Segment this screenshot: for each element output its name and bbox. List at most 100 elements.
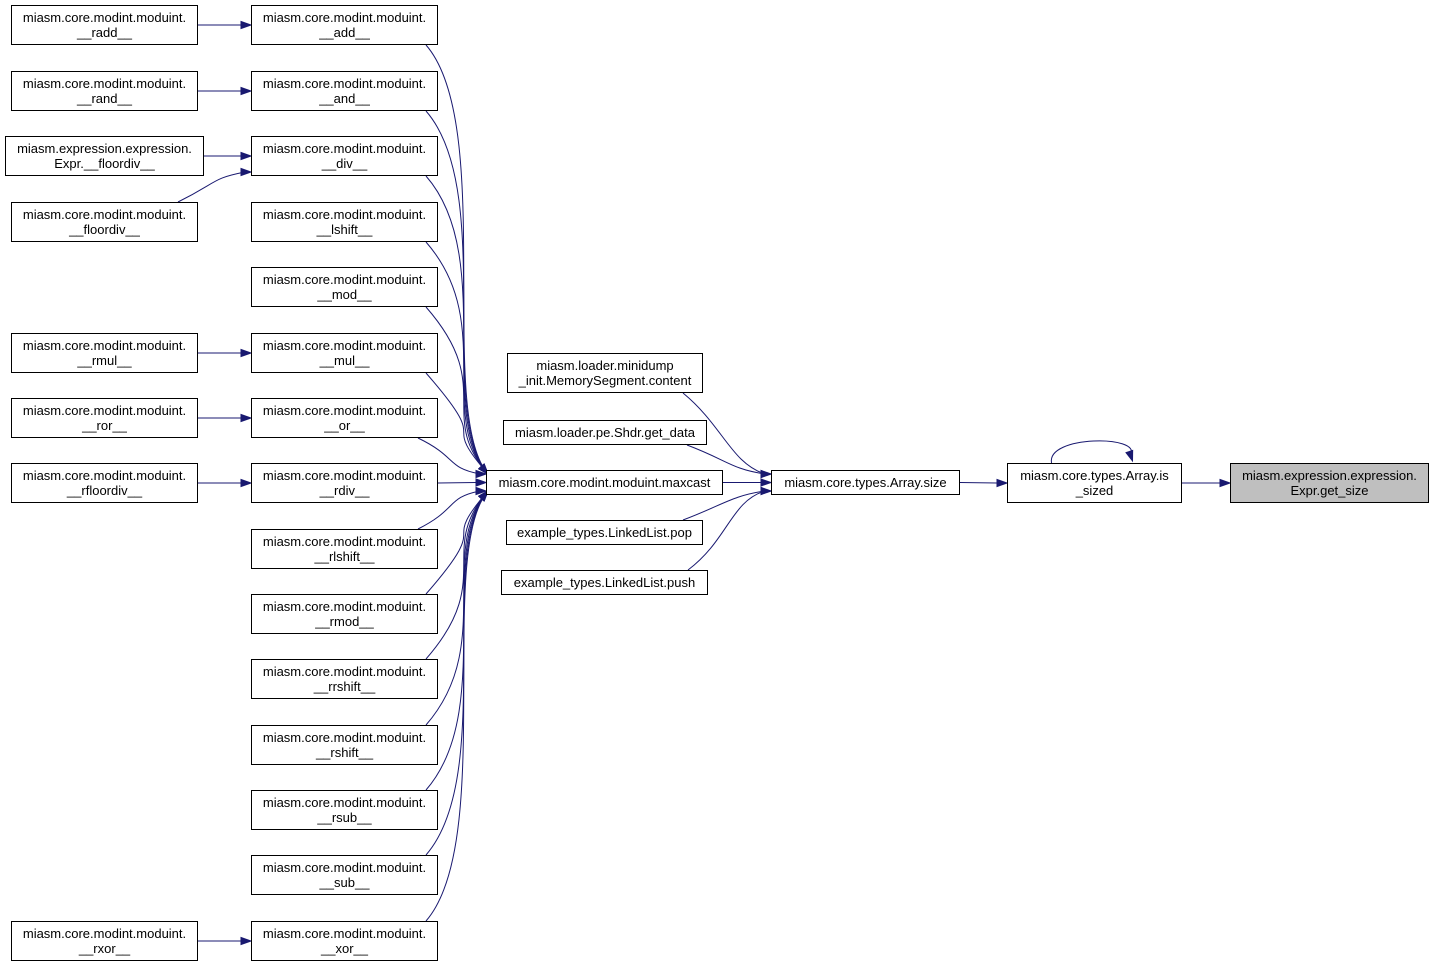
node-rsub[interactable]: miasm.core.modint.moduint.__rsub__: [251, 790, 438, 830]
edge-rmul-to-mul: [198, 348, 253, 358]
edge-arrowhead: [240, 348, 253, 358]
node-label-line: miasm.core.modint.moduint.: [22, 338, 187, 353]
node-label-line: miasm.expression.expression.: [1242, 468, 1417, 483]
node-label-line: miasm.core.modint.moduint.: [262, 468, 427, 483]
edge-arrowhead: [240, 413, 253, 423]
node-label-line: miasm.core.modint.moduint.: [262, 664, 427, 679]
node-label-line: __rdiv__: [319, 483, 370, 498]
edge-line: [425, 241, 489, 475]
edge-line: [959, 482, 998, 484]
node-label-line: __rand__: [77, 91, 132, 106]
edge-line: [425, 175, 489, 475]
edge-radd-to-add: [198, 20, 253, 30]
node-push[interactable]: example_types.LinkedList.push: [501, 570, 708, 595]
node-label-line: Expr.__floordiv__: [54, 156, 155, 171]
node-label-line: miasm.core.modint.moduint.: [262, 534, 427, 549]
node-label-line: __mul__: [319, 353, 370, 368]
edge-arrowhead: [240, 20, 253, 30]
node-floordiv[interactable]: miasm.core.modint.moduint.__floordiv__: [11, 202, 198, 242]
edge-get-data-to-size: [686, 444, 773, 479]
edge-line: [1050, 440, 1132, 464]
node-content[interactable]: miasm.loader.minidump_init.MemorySegment…: [507, 353, 703, 393]
edge-line: [425, 306, 489, 475]
node-label-line: example_types.LinkedList.pop: [517, 525, 692, 540]
edge-arrowhead: [477, 463, 489, 476]
edge-line: [687, 490, 766, 571]
node-lshift[interactable]: miasm.core.modint.moduint.__lshift__: [251, 202, 438, 242]
node-label-line: __rrshift__: [313, 679, 376, 694]
node-expr-floordiv[interactable]: miasm.expression.expression.Expr.__floor…: [5, 136, 204, 176]
node-label-line: miasm.core.modint.moduint.: [22, 76, 187, 91]
node-or[interactable]: miasm.core.modint.moduint.__or__: [251, 398, 438, 438]
node-label-line: Expr.get_size: [1290, 483, 1369, 498]
edge-arrowhead: [475, 478, 488, 487]
node-pop[interactable]: example_types.LinkedList.pop: [506, 520, 703, 545]
graph-edges: [177, 20, 1232, 946]
node-rmod[interactable]: miasm.core.modint.moduint.__rmod__: [251, 594, 438, 634]
node-rshift[interactable]: miasm.core.modint.moduint.__rshift__: [251, 725, 438, 765]
edge-or-to-maxcast: [417, 437, 488, 479]
edge-xor-to-maxcast: [425, 489, 489, 922]
node-label-line: __radd__: [77, 25, 132, 40]
node-is-sized[interactable]: miasm.core.types.Array.is_sized: [1007, 463, 1182, 503]
edge-mul-to-maxcast: [425, 372, 489, 476]
edge-arrowhead: [475, 486, 488, 496]
node-label-line: example_types.LinkedList.push: [513, 575, 696, 590]
node-rxor[interactable]: miasm.core.modint.moduint.__rxor__: [11, 921, 198, 961]
edge-ror-to-or: [198, 413, 253, 423]
edge-arrowhead: [760, 486, 773, 496]
node-label-line: __mod__: [317, 287, 372, 302]
node-rlshift[interactable]: miasm.core.modint.moduint.__rlshift__: [251, 529, 438, 569]
node-mul[interactable]: miasm.core.modint.moduint.__mul__: [251, 333, 438, 373]
edge-arrowhead: [760, 469, 773, 479]
node-label-line: __rfloordiv__: [66, 483, 143, 498]
node-ror[interactable]: miasm.core.modint.moduint.__ror__: [11, 398, 198, 438]
node-rfloordiv[interactable]: miasm.core.modint.moduint.__rfloordiv__: [11, 463, 198, 503]
edge-rdiv-to-maxcast: [437, 478, 488, 487]
edge-line: [437, 482, 477, 484]
node-rdiv[interactable]: miasm.core.modint.moduint.__rdiv__: [251, 463, 438, 503]
node-and[interactable]: miasm.core.modint.moduint.__and__: [251, 71, 438, 111]
node-label-line: __rxor__: [78, 941, 131, 956]
node-sub[interactable]: miasm.core.modint.moduint.__sub__: [251, 855, 438, 895]
node-label-line: _sized: [1075, 483, 1114, 498]
node-mod[interactable]: miasm.core.modint.moduint.__mod__: [251, 267, 438, 307]
edge-line: [425, 110, 489, 475]
edge-is-sized-to-is-sized: [1050, 440, 1134, 464]
node-label-line: miasm.core.modint.moduint.: [262, 599, 427, 614]
node-xor[interactable]: miasm.core.modint.moduint.__xor__: [251, 921, 438, 961]
node-label-line: miasm.core.modint.moduint.: [262, 338, 427, 353]
node-label-line: miasm.core.modint.moduint.maxcast: [498, 475, 711, 490]
edge-line: [682, 490, 766, 521]
node-rand[interactable]: miasm.core.modint.moduint.__rand__: [11, 71, 198, 111]
node-label-line: _init.MemorySegment.content: [518, 373, 692, 388]
edge-rfloordiv-to-rdiv: [198, 478, 253, 488]
node-label-line: miasm.core.modint.moduint.: [22, 10, 187, 25]
node-add[interactable]: miasm.core.modint.moduint.__add__: [251, 5, 438, 45]
node-get-data[interactable]: miasm.loader.pe.Shdr.get_data: [503, 420, 707, 445]
edge-line: [417, 437, 481, 475]
edge-push-to-size: [687, 486, 773, 571]
node-size[interactable]: miasm.core.types.Array.size: [771, 470, 960, 495]
node-rrshift[interactable]: miasm.core.modint.moduint.__rrshift__: [251, 659, 438, 699]
node-label-line: miasm.core.modint.moduint.: [262, 403, 427, 418]
edge-floordiv-to-div: [177, 167, 253, 203]
node-label-line: __floordiv__: [69, 222, 140, 237]
node-label-line: miasm.core.modint.moduint.: [22, 403, 187, 418]
edge-is-sized-to-get-size: [1182, 478, 1232, 488]
node-label-line: miasm.loader.pe.Shdr.get_data: [515, 425, 695, 440]
node-get-size: miasm.expression.expression.Expr.get_siz…: [1230, 463, 1429, 503]
edge-rlshift-to-maxcast: [417, 486, 488, 530]
node-radd[interactable]: miasm.core.modint.moduint.__radd__: [11, 5, 198, 45]
edge-arrowhead: [477, 489, 489, 502]
node-label-line: __xor__: [321, 941, 368, 956]
node-rmul[interactable]: miasm.core.modint.moduint.__rmul__: [11, 333, 198, 373]
node-label-line: miasm.core.types.Array.size: [784, 475, 947, 490]
edge-arrowhead: [240, 167, 253, 177]
node-div[interactable]: miasm.core.modint.moduint.__div__: [251, 136, 438, 176]
edge-arrowhead: [475, 469, 488, 479]
node-label-line: __lshift__: [316, 222, 373, 237]
edge-expr-floordiv-to-div: [204, 151, 253, 161]
node-maxcast[interactable]: miasm.core.modint.moduint.maxcast: [486, 470, 723, 495]
